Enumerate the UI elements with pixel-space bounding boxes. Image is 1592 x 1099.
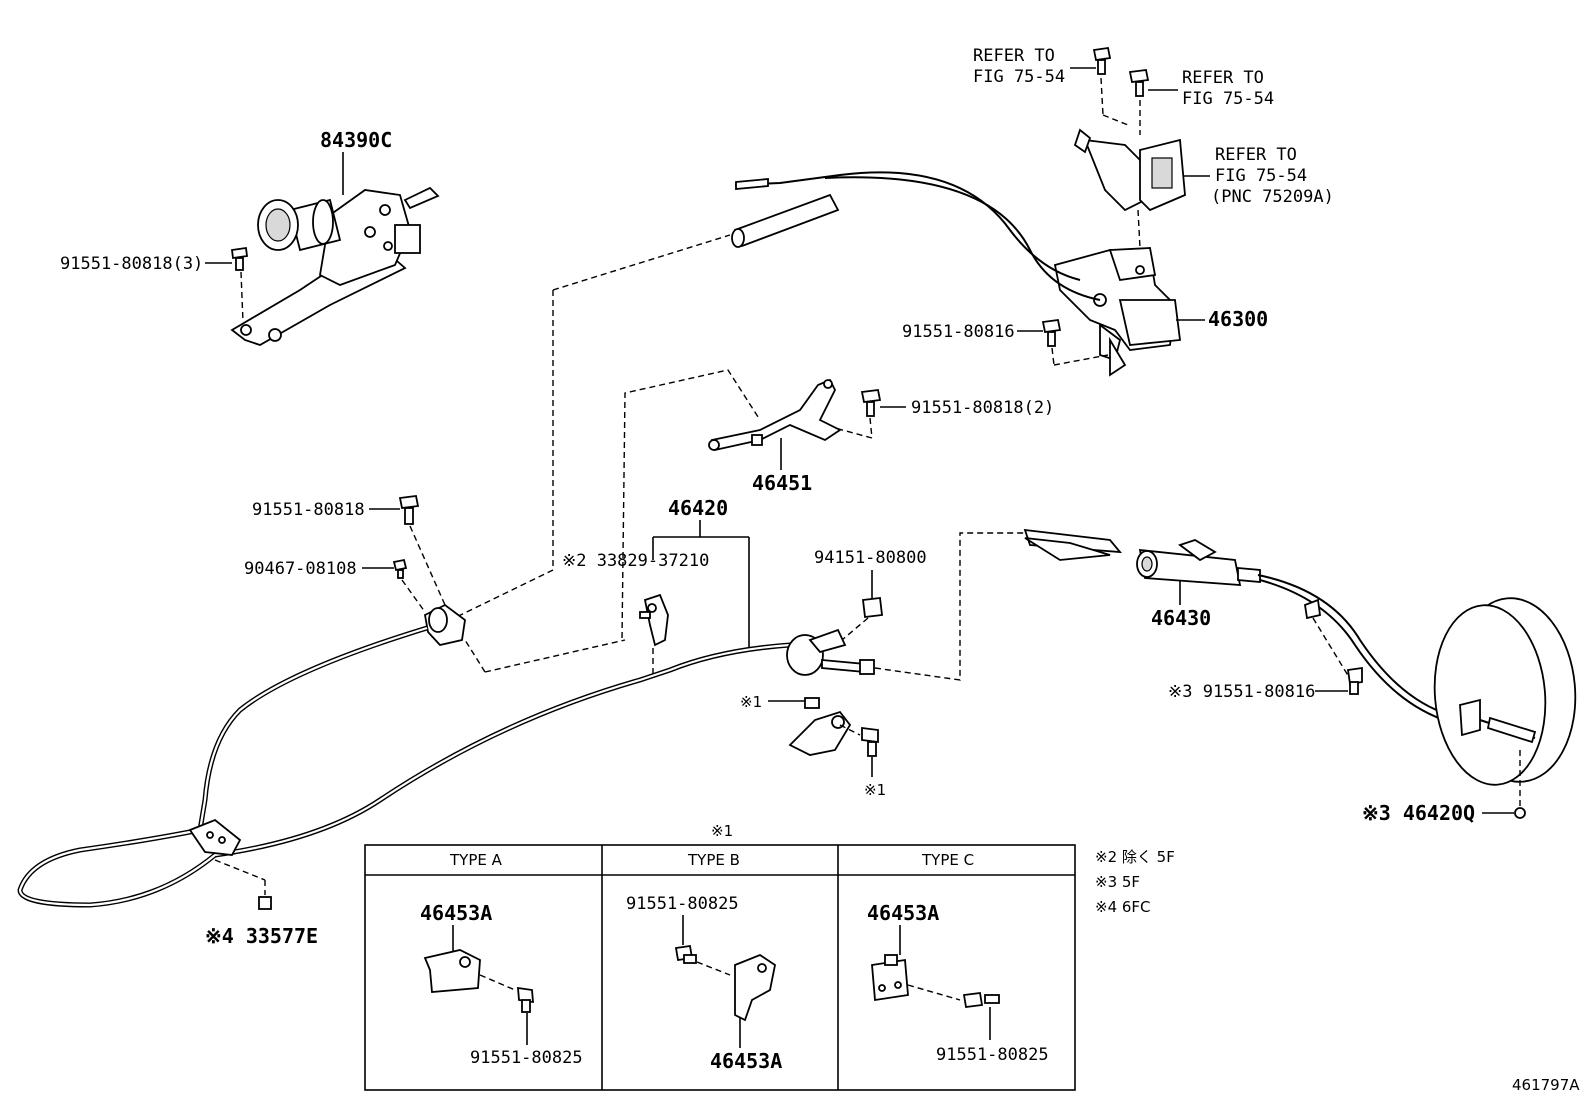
label-refer3-line3: (PNC 75209A) [1211, 187, 1334, 207]
table-ref-label: ※1 [711, 822, 733, 840]
bolt-91551-80818-3 [230, 246, 249, 271]
label-84390C: 84390C [320, 128, 392, 152]
type-b-part-top: 91551-80825 [626, 894, 739, 914]
table-header-type-b: TYPE B [687, 851, 740, 869]
note-3: ※3 5F [1095, 873, 1140, 891]
type-a-part-bottom: 91551-80825 [470, 1048, 583, 1068]
bracket-46453A-center [788, 697, 852, 756]
label-91551-80818: 91551-80818 [252, 500, 365, 520]
cable-sheath-front [733, 193, 840, 248]
type-a-part-top: 46453A [420, 901, 492, 925]
part-46300-lever [1053, 247, 1182, 377]
bolt-refer2 [1128, 69, 1150, 97]
part-84390C-switch [230, 186, 440, 346]
label-refer3-line1: REFER TO [1215, 145, 1297, 165]
type-b-part-bottom: 46453A [710, 1049, 782, 1073]
label-94151-80800: 94151-80800 [814, 548, 927, 568]
type-c-bolt [962, 991, 1000, 1009]
label-33577E: ※4 33577E [205, 924, 318, 948]
bracket-75209A [1073, 128, 1186, 212]
label-46420: 46420 [668, 496, 728, 520]
type-a-bolt [517, 986, 534, 1013]
bolt-center-note1 [861, 726, 879, 757]
label-refer3-line2: FIG 75-54 [1215, 166, 1307, 186]
clip-46420Q [1514, 807, 1526, 819]
bolt-91551-80818-2 [860, 389, 882, 417]
label-33829-37210: ※2 33829-37210 [562, 551, 709, 571]
equalizer-center [786, 628, 875, 676]
label-note1-bottom: ※1 [864, 781, 886, 799]
label-90467-08108: 90467-08108 [244, 559, 357, 579]
part-46430-cable-sheath [1023, 528, 1261, 586]
label-refer2-line1: REFER TO [1182, 68, 1264, 88]
nut-94151-80800 [862, 597, 883, 618]
rear-cable-right [1257, 574, 1471, 719]
label-46300: 46300 [1208, 307, 1268, 331]
part-46451-bracket [708, 378, 842, 452]
type-a-bracket [423, 949, 481, 993]
label-46430: 46430 [1151, 606, 1211, 630]
label-91551-80816-a: 91551-80816 [902, 322, 1015, 342]
note-4: ※4 6FC [1095, 898, 1151, 916]
label-refer1-line1: REFER TO [973, 46, 1055, 66]
type-b-bolt [674, 944, 697, 964]
label-note1-left: ※1 [740, 693, 762, 711]
label-46420Q: ※3 46420Q [1362, 801, 1475, 825]
figure-id: 461797A [1512, 1076, 1580, 1094]
cable-clamp-33577E [188, 818, 242, 856]
type-table [364, 844, 1076, 1091]
label-refer2-line2: FIG 75-54 [1182, 89, 1274, 109]
brake-drum [1433, 597, 1577, 786]
bolt-91551-80816-a [1041, 318, 1062, 347]
bolt-91551-80816-b [1346, 666, 1363, 695]
label-46451: 46451 [752, 471, 812, 495]
table-header-type-a: TYPE A [449, 851, 503, 869]
type-c-part-bottom: 91551-80825 [936, 1045, 1049, 1065]
clip-90467-08108 [392, 558, 408, 579]
rear-cable-left [17, 625, 428, 908]
note-2: ※2 除く 5F [1095, 848, 1175, 866]
label-91551-80816-b: ※3 91551-80816 [1168, 682, 1315, 702]
type-c-part-top: 46453A [867, 901, 939, 925]
bolt-91551-80818 [398, 495, 420, 525]
type-b-bracket [734, 953, 777, 1022]
table-header-type-c: TYPE C [921, 851, 974, 869]
grommet-33577E [258, 896, 272, 910]
type-c-bracket [871, 954, 909, 1002]
cable-clamp-left [423, 603, 466, 646]
bolt-refer1 [1092, 46, 1112, 75]
label-refer1-line2: FIG 75-54 [973, 67, 1065, 87]
label-91551-80818-2: 91551-80818(2) [911, 398, 1054, 418]
label-91551-80818-3: 91551-80818(3) [60, 254, 203, 274]
clip-33829-37210 [639, 593, 669, 647]
front-cable-upper [734, 171, 1081, 281]
